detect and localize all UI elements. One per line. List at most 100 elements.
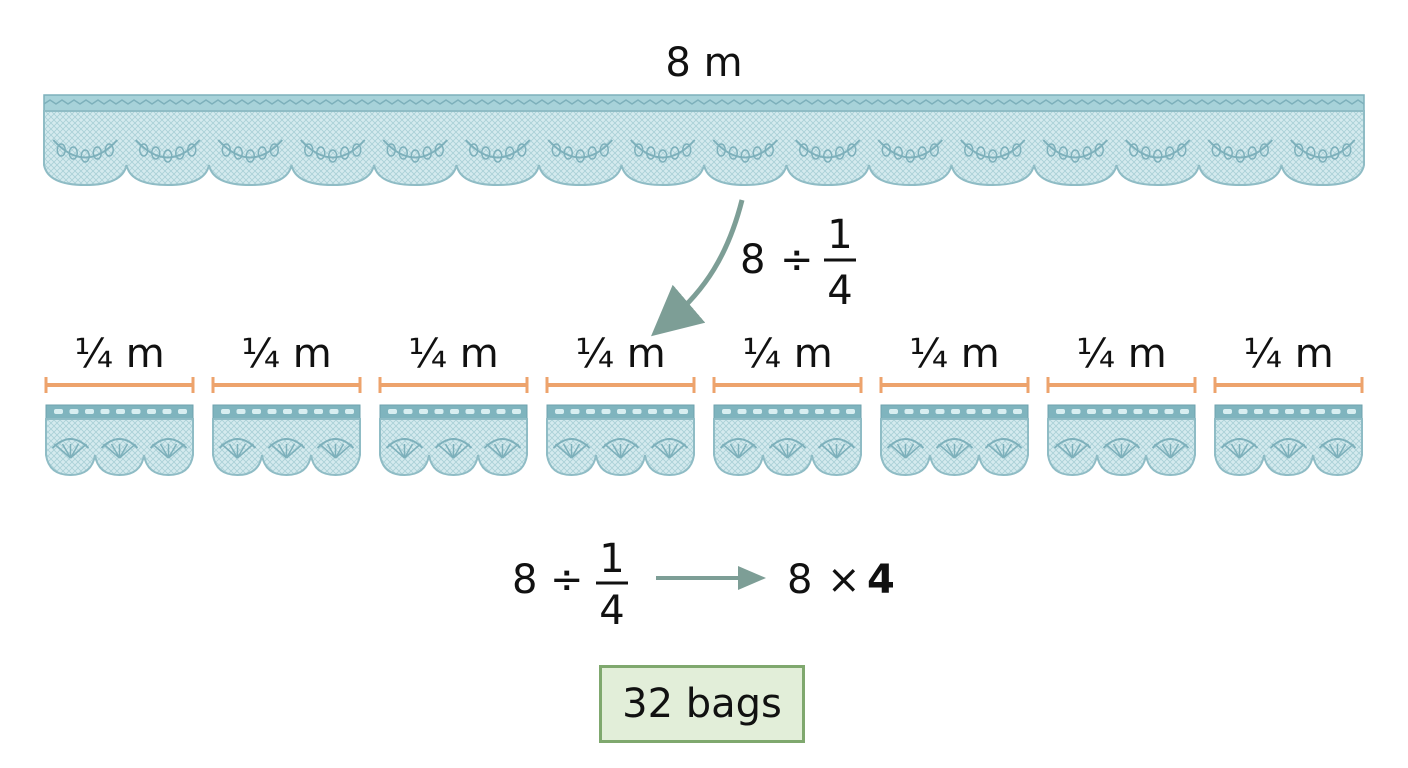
piece-fan-rib (786, 443, 797, 459)
piece-eyelet (1087, 409, 1096, 414)
piece-eyelet (419, 409, 428, 414)
piece-eyelet (753, 409, 762, 414)
piece-fan-rib (319, 443, 336, 459)
piece-fan-rib (1238, 443, 1249, 459)
piece-fan-rib (228, 443, 239, 459)
piece-eyelet (131, 409, 141, 414)
piece-fan-rib (836, 443, 853, 459)
piece-fan-rib (1279, 443, 1290, 459)
piece-fan-rib (286, 443, 303, 459)
piece-fan-rib (61, 443, 72, 459)
piece-length-label: ¼ m (909, 331, 999, 377)
piece-fan-rib (1239, 443, 1256, 459)
piece-fan-rib (722, 443, 739, 459)
piece-fan-rib (453, 443, 470, 459)
piece-fan-rib (555, 443, 572, 459)
piece-eyelet (116, 409, 125, 414)
piece-fan-rib (1272, 443, 1289, 459)
piece-eyelet (1149, 409, 1158, 414)
piece-eyelet (1133, 409, 1143, 414)
piece-fan-rib (905, 443, 922, 459)
piece-eyelet (1316, 409, 1325, 414)
piece-eyelet (178, 409, 187, 414)
piece-eyelet (632, 409, 642, 414)
piece-fan-rib (1121, 443, 1138, 459)
piece-fan-rib (669, 443, 686, 459)
piece-fan-rib (668, 443, 679, 459)
piece-eyelet (617, 409, 626, 414)
conversion-divide-sign: ÷ (550, 557, 584, 603)
conversion-dividend: 8 (512, 557, 537, 603)
piece-fan-rib (118, 443, 129, 459)
lace-piece: ¼ m (712, 331, 863, 477)
piece-eyelet (147, 409, 156, 414)
piece-length-label: ¼ m (1243, 331, 1333, 377)
piece-fan-rib (501, 443, 512, 459)
result-left: 8 (787, 557, 812, 603)
piece-eyelet (1238, 409, 1248, 414)
piece-eyelet (648, 409, 657, 414)
piece-eyelet (1056, 409, 1065, 414)
lace-piece: ¼ m (44, 331, 195, 477)
piece-eyelet (283, 409, 292, 414)
piece-fan-rib (404, 443, 421, 459)
piece-eyelet (298, 409, 308, 414)
piece-eyelet (768, 409, 778, 414)
piece-fan-rib (729, 443, 740, 459)
piece-eyelet (236, 409, 246, 414)
piece-fan-rib (660, 443, 671, 459)
piece-fan-rib (152, 443, 169, 459)
piece-eyelet (722, 409, 731, 414)
piece-fan-rib (486, 443, 503, 459)
piece-eyelet (555, 409, 564, 414)
answer-box: 32 bags (599, 665, 805, 743)
total-length-label: 8 m (665, 40, 742, 86)
piece-fan-rib (938, 443, 955, 459)
piece-eyelet (1180, 409, 1189, 414)
piece-eyelet (570, 409, 580, 414)
piece-fan-rib (954, 443, 971, 459)
piece-length-label: ¼ m (742, 331, 832, 377)
piece-eyelet (997, 409, 1007, 414)
piece-fan-rib (1288, 443, 1305, 459)
piece-eyelet (100, 409, 110, 414)
piece-eyelet (951, 409, 960, 414)
piece-eyelet (434, 409, 444, 414)
piece-eyelet (920, 409, 929, 414)
piece-fan-rib (778, 443, 789, 459)
denominator: 4 (827, 268, 852, 314)
piece-fan-rib (54, 443, 71, 459)
curved-arrow (651, 199, 745, 337)
piece-fan-rib (1169, 443, 1180, 459)
piece-eyelet (314, 409, 323, 414)
piece-fan-rib (611, 443, 622, 459)
piece-fan-rib (1071, 443, 1082, 459)
piece-fan-rib (159, 443, 170, 459)
divide-sign: ÷ (780, 237, 814, 283)
lace-piece: ¼ m (378, 331, 529, 477)
piece-fan-rib (619, 443, 630, 459)
piece-fan-rib (70, 443, 87, 459)
piece-eyelet (465, 409, 475, 414)
piece-fan-rib (270, 443, 287, 459)
piece-fan-rib (493, 443, 504, 459)
piece-fan-rib (570, 443, 581, 459)
piece-fan-rib (620, 443, 637, 459)
piece-fan-rib (1223, 443, 1240, 459)
piece-fan-rib (167, 443, 178, 459)
piece-fan-rib (502, 443, 519, 459)
piece-fan-rib (444, 443, 455, 459)
piece-eyelet (221, 409, 230, 414)
piece-eyelet (388, 409, 397, 414)
piece-eyelet (329, 409, 339, 414)
piece-length-label: ¼ m (74, 331, 164, 377)
piece-fan-rib (1120, 443, 1131, 459)
piece-eyelet (496, 409, 506, 414)
piece-fan-rib (738, 443, 755, 459)
piece-eyelet (1164, 409, 1174, 414)
piece-fan-rib (103, 443, 120, 459)
piece-eyelet (1269, 409, 1279, 414)
piece-fan-rib (221, 443, 238, 459)
piece-eyelet (162, 409, 172, 414)
